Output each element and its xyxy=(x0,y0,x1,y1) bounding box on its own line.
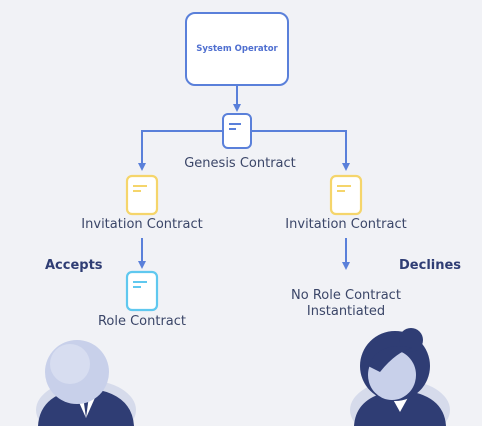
male-user-avatar-icon xyxy=(36,340,136,426)
role-contract-label: Role Contract xyxy=(97,314,187,329)
system-operator-node: System Operator xyxy=(185,12,289,86)
no-role-contract-line1: No Role Contract xyxy=(291,288,401,303)
role-document-icon xyxy=(125,270,159,312)
no-role-contract-line2: Instantiated xyxy=(306,304,386,319)
female-user-avatar-icon xyxy=(350,328,450,426)
arrow-genesis-to-invitation-right xyxy=(251,130,350,171)
invitation-left-document-icon xyxy=(125,174,159,216)
no-role-contract-node: No Role Contract Instantiated xyxy=(266,288,426,320)
genesis-contract-label: Genesis Contract xyxy=(184,156,296,171)
genesis-document-icon xyxy=(222,113,252,149)
invitation-contract-left-label: Invitation Contract xyxy=(81,217,203,232)
invitation-contract-right-label: Invitation Contract xyxy=(285,217,407,232)
arrow-genesis-to-invitation-left xyxy=(138,130,223,171)
declines-label: Declines xyxy=(399,258,462,273)
accepts-label: Accepts xyxy=(45,258,103,273)
system-operator-label: System Operator xyxy=(196,44,278,54)
invitation-right-document-icon xyxy=(329,174,363,216)
